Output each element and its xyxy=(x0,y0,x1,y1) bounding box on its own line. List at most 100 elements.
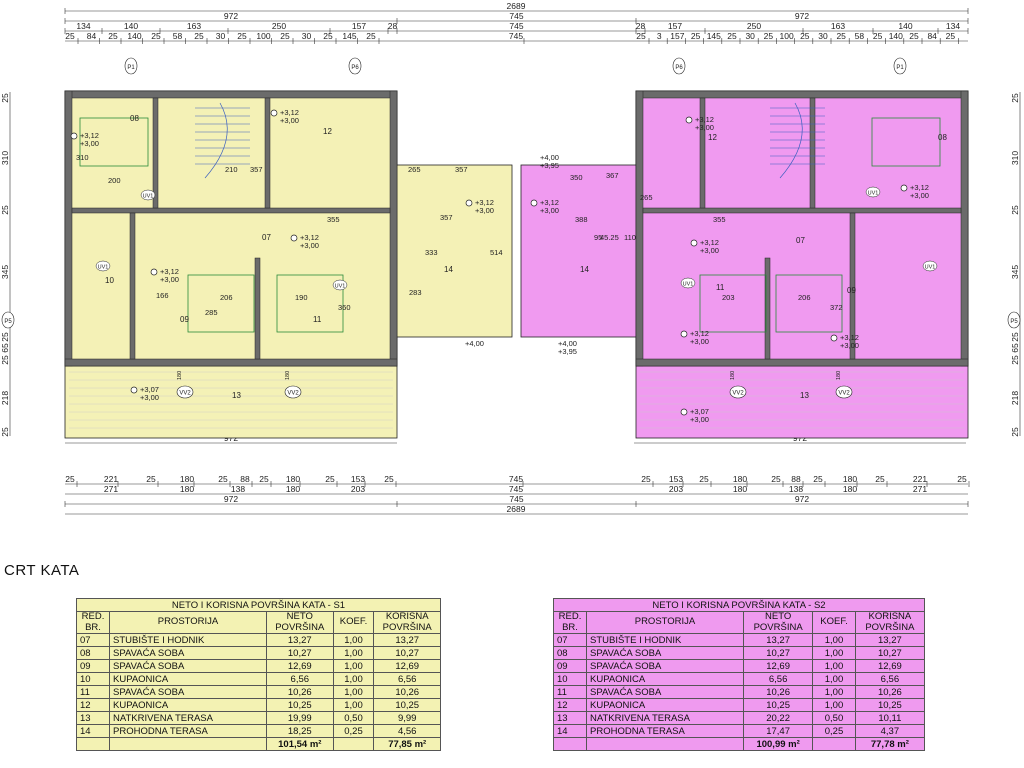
window-label: VV2 xyxy=(287,391,299,397)
level-label: +3,12 xyxy=(80,131,99,140)
room-dimension: 357 xyxy=(455,165,468,174)
dimension-label: 271 xyxy=(913,484,927,494)
dimension-label: 28 xyxy=(388,21,398,31)
room-number: 11 xyxy=(716,283,725,292)
room-name: KUPAONICA xyxy=(586,672,744,686)
korisna-area: 10,27 xyxy=(854,646,926,660)
room-dimension: 372 xyxy=(830,303,843,312)
wall xyxy=(389,90,398,367)
room-name: SPAVAĆA SOBA xyxy=(109,659,267,673)
room-dimension: 190 xyxy=(295,293,308,302)
dimension-label: 25 xyxy=(771,474,781,484)
dimension-label: 134 xyxy=(946,21,960,31)
room-number: 13 xyxy=(232,391,241,400)
pillar-marker xyxy=(1,311,15,329)
dimension-label: 25 xyxy=(946,31,956,41)
level-marker xyxy=(680,330,688,338)
pillar-label: P5 xyxy=(1010,319,1018,325)
room-number: 14 xyxy=(444,265,453,274)
room-name: PROHODNA TERASA xyxy=(586,724,744,738)
level-label: +4,00 xyxy=(558,339,577,348)
dimension-label: 25 xyxy=(218,474,228,484)
dimension-label: 65 xyxy=(0,343,10,353)
level-label: +3,12 xyxy=(300,233,319,242)
room-number: 09 xyxy=(553,659,587,673)
neto-area: 10,26 xyxy=(266,685,334,699)
terrace-14-s1 xyxy=(396,164,513,338)
wall xyxy=(129,212,136,360)
pillar-label: P6 xyxy=(351,65,359,71)
dimension-label: 218 xyxy=(1010,391,1020,405)
window-dim: 180 xyxy=(836,371,842,380)
room-number: 13 xyxy=(800,391,809,400)
dimension-label: 25 xyxy=(366,31,376,41)
dimension-label: 163 xyxy=(831,21,845,31)
room-name: SPAVAĆA SOBA xyxy=(586,659,744,673)
room-number: 10 xyxy=(76,672,110,686)
room-dimension: 265 xyxy=(640,193,653,202)
coefficient: 0,50 xyxy=(332,711,375,725)
dimension-label: 25 xyxy=(1010,332,1020,342)
window-dim: 180 xyxy=(285,371,291,380)
dimension-label: 140 xyxy=(889,31,903,41)
window-label: UV1 xyxy=(868,191,879,197)
level-label: +3,95 xyxy=(540,161,559,170)
dimension-label: 25 xyxy=(636,31,646,41)
dimension-label: 65 xyxy=(1010,343,1020,353)
window-label: UV1 xyxy=(335,284,346,290)
dimension-label: 745 xyxy=(509,31,523,41)
dimension-label: 745 xyxy=(509,494,523,504)
dimension-label: 58 xyxy=(173,31,183,41)
dimension-label: 745 xyxy=(509,11,523,21)
neto-area: 6,56 xyxy=(742,672,814,686)
room-number: 11 xyxy=(313,315,322,324)
window-marker xyxy=(680,277,696,289)
room-dimension: 206 xyxy=(220,293,233,302)
room-number: 14 xyxy=(76,724,110,738)
dimension-label: 138 xyxy=(231,484,245,494)
dimension-label: 25 xyxy=(909,31,919,41)
level-marker xyxy=(900,184,908,192)
total-neto: 101,54 m² xyxy=(266,737,334,751)
level-label: +3,00 xyxy=(280,116,299,125)
pillar-label: P5 xyxy=(4,319,12,325)
dimension-label: 3 xyxy=(657,31,662,41)
room-dimension: 166 xyxy=(156,291,169,300)
dimension-label: 84 xyxy=(927,31,937,41)
dimension-label: 25 xyxy=(259,474,269,484)
dimension-label: 25 xyxy=(727,31,737,41)
neto-area: 13,27 xyxy=(266,633,334,647)
dimension-label: 30 xyxy=(745,31,755,41)
dimension-label: 157 xyxy=(668,21,682,31)
level-label: +3,00 xyxy=(300,241,319,250)
coefficient: 1,00 xyxy=(812,698,856,712)
room-name: SPAVAĆA SOBA xyxy=(109,646,267,660)
coefficient: 1,00 xyxy=(812,659,856,673)
korisna-area: 13,27 xyxy=(373,633,441,647)
level-label: +3,12 xyxy=(700,238,719,247)
terrace-13-s2 xyxy=(635,365,969,439)
dimension-label: 218 xyxy=(0,391,10,405)
window-label: UV1 xyxy=(925,265,936,271)
total-korisna: 77,85 m² xyxy=(373,737,441,751)
wall xyxy=(635,358,969,367)
level-label: +3,07 xyxy=(140,385,159,394)
dimension-label: 972 xyxy=(224,494,238,504)
dimension-label: 25 xyxy=(237,31,247,41)
window-marker xyxy=(284,385,302,399)
dimension-label: 25 xyxy=(641,474,651,484)
neto-area: 10,27 xyxy=(742,646,814,660)
wall xyxy=(254,257,261,360)
dimension-label: 25 xyxy=(699,474,709,484)
wall xyxy=(699,97,706,209)
dimension-label: 180 xyxy=(843,484,857,494)
level-label: +3,00 xyxy=(700,246,719,255)
room-name: SPAVAĆA SOBA xyxy=(586,646,744,660)
